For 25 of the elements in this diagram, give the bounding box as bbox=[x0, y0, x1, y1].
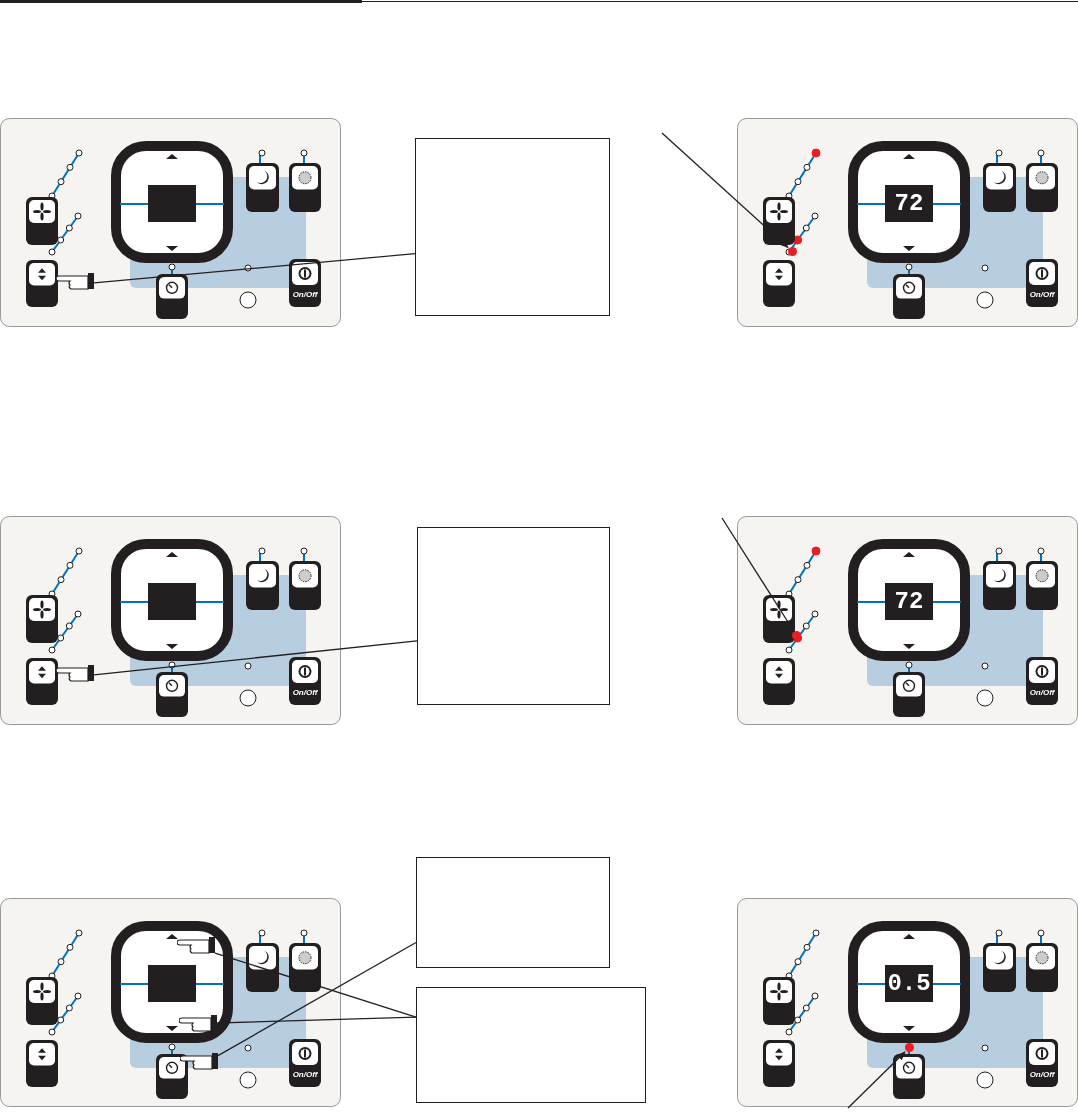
arrow bbox=[847, 1051, 906, 1109]
button-label: On/Off bbox=[1028, 688, 1056, 697]
pointing-hand-icon bbox=[177, 936, 215, 954]
leader-line bbox=[214, 952, 417, 1018]
indicator-light bbox=[788, 247, 797, 256]
indicator-light bbox=[905, 1043, 914, 1052]
callout-box bbox=[416, 857, 610, 968]
button-label: On/Off bbox=[291, 290, 319, 299]
indicator-light bbox=[792, 631, 801, 640]
arrow bbox=[661, 132, 789, 249]
leader-line bbox=[217, 941, 417, 1057]
callout-box bbox=[416, 987, 646, 1103]
leader-line bbox=[216, 1016, 417, 1024]
button-label: On/Off bbox=[1028, 290, 1056, 299]
button-label: On/Off bbox=[1028, 1070, 1056, 1079]
callout-box bbox=[415, 138, 610, 316]
pointing-hand-icon bbox=[56, 664, 94, 682]
pointing-hand-icon bbox=[56, 272, 94, 290]
callout-box bbox=[417, 527, 610, 705]
button-label: On/Off bbox=[291, 1070, 319, 1079]
button-label: On/Off bbox=[291, 688, 319, 697]
leader-line bbox=[93, 253, 416, 284]
leader-line bbox=[93, 640, 418, 676]
pointing-hand-icon bbox=[180, 1052, 218, 1070]
pointing-hand-icon bbox=[179, 1014, 217, 1032]
